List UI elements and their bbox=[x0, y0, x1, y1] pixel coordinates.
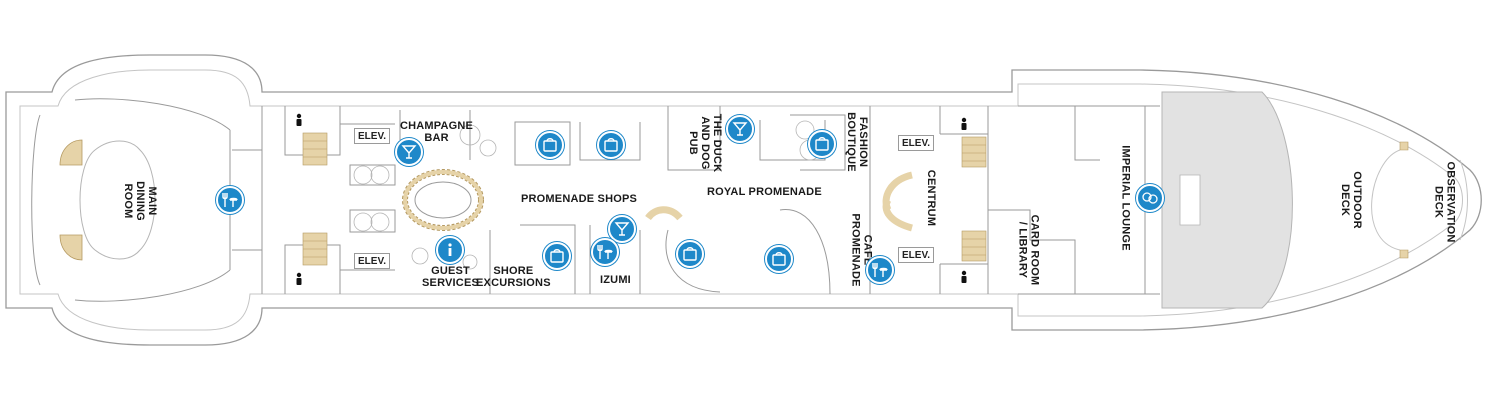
label-royal-promenade: ROYAL PROMENADE bbox=[707, 186, 822, 198]
label-duck-and-dog-pub: THE DUCK AND DOG PUB bbox=[687, 114, 723, 172]
label-outdoor-deck: OUTDOOR DECK bbox=[1339, 171, 1363, 229]
shop-icon-glyph bbox=[604, 138, 618, 152]
restroom-icon bbox=[961, 270, 967, 283]
shop-icon[interactable] bbox=[765, 245, 793, 273]
aft-stairs-top bbox=[59, 139, 83, 166]
label-centrum: CENTRUM bbox=[925, 169, 938, 227]
label-outdoor-deck-line1: OUTDOOR bbox=[1350, 171, 1363, 229]
label-cafe-promenade-line2: PROMENADE bbox=[849, 213, 862, 287]
dining-icon[interactable] bbox=[866, 256, 894, 284]
label-fashion-boutique-line2: BOUTIQUE bbox=[844, 112, 857, 172]
label-observation-deck: OBSERVATION DECK bbox=[1433, 161, 1457, 242]
lounge-icon[interactable] bbox=[1136, 184, 1164, 212]
label-observation-deck-line1: OBSERVATION bbox=[1444, 161, 1457, 243]
restroom-icon bbox=[961, 117, 967, 130]
stairwell-fwd-bottom bbox=[961, 230, 987, 262]
bar-icon-glyph bbox=[401, 145, 417, 159]
restroom-icon bbox=[296, 113, 302, 126]
label-champagne-bar: CHAMPAGNE BAR bbox=[400, 120, 473, 144]
dining-icon[interactable] bbox=[591, 238, 619, 266]
label-outdoor-deck-line2: DECK bbox=[1338, 184, 1351, 216]
label-guest-services: GUEST SERVICES bbox=[422, 265, 479, 289]
bar-icon[interactable] bbox=[395, 138, 423, 166]
hull-inner bbox=[19, 69, 1463, 331]
label-main-dining-room-line3: ROOM bbox=[121, 183, 134, 219]
grand-staircase bbox=[402, 169, 484, 231]
label-main-dining-room-line1: MAIN bbox=[145, 186, 158, 216]
elevator-fwd-top[interactable]: ELEV. bbox=[898, 135, 934, 151]
info-icon[interactable] bbox=[436, 236, 464, 264]
label-promenade-shops: PROMENADE SHOPS bbox=[521, 193, 638, 205]
centrum-stairs bbox=[882, 171, 914, 232]
elevator-aft-bottom[interactable]: ELEV. bbox=[354, 253, 390, 269]
label-card-room-library-line1: CARD ROOM bbox=[1028, 214, 1041, 286]
stairwell-fwd-top bbox=[961, 136, 987, 168]
label-shore-excursions-line2: EXCURSIONS bbox=[476, 277, 551, 289]
label-imperial-lounge: IMPERIAL LOUNGE bbox=[1119, 145, 1132, 251]
info-icon-glyph bbox=[448, 243, 452, 256]
shop-icon-glyph bbox=[772, 252, 786, 266]
label-card-room-library: CARD ROOM / LIBRARY bbox=[1016, 215, 1040, 286]
shop-icon[interactable] bbox=[808, 130, 836, 158]
elevator-aft-top[interactable]: ELEV. bbox=[354, 128, 390, 144]
label-main-dining-room-line2: DINING bbox=[133, 181, 146, 221]
label-duck-and-dog-pub-line1: THE DUCK bbox=[711, 113, 724, 173]
shop-icon-glyph bbox=[543, 138, 557, 152]
stairwell-aft-top bbox=[302, 132, 328, 166]
bar-icon[interactable] bbox=[726, 115, 754, 143]
label-shore-excursions-line1: SHORE bbox=[493, 265, 534, 277]
dining-icon-glyph bbox=[222, 193, 238, 207]
shop-icon-glyph bbox=[550, 249, 564, 263]
dining-icon[interactable] bbox=[216, 186, 244, 214]
promenade-stairs bbox=[645, 206, 683, 221]
shop-icon[interactable] bbox=[543, 242, 571, 270]
label-main-dining-room: MAIN DINING ROOM bbox=[122, 181, 158, 221]
bar-icon-glyph bbox=[614, 222, 630, 236]
aft-stairs-bottom bbox=[59, 234, 83, 261]
shop-icon-glyph bbox=[683, 247, 697, 261]
stairwell-aft-bottom bbox=[302, 232, 328, 266]
shop-icon-glyph bbox=[815, 137, 829, 151]
imperial-lounge-floor bbox=[1161, 91, 1293, 309]
label-card-room-library-line2: / LIBRARY bbox=[1016, 221, 1029, 279]
label-guest-services-line2: SERVICES bbox=[422, 277, 480, 289]
dining-icon-glyph bbox=[597, 245, 613, 259]
lounge-icon-glyph bbox=[1142, 192, 1158, 204]
label-shore-excursions: SHORE EXCURSIONS bbox=[476, 265, 551, 289]
restroom-icon bbox=[296, 272, 302, 285]
bar-icon[interactable] bbox=[608, 215, 636, 243]
label-guest-services-line1: GUEST bbox=[431, 265, 470, 277]
label-izumi: IZUMI bbox=[600, 274, 631, 286]
label-champagne-bar-line2: BAR bbox=[424, 132, 449, 144]
label-duck-and-dog-pub-line2: AND DOG bbox=[699, 116, 712, 170]
label-champagne-bar-line1: CHAMPAGNE bbox=[400, 120, 474, 132]
bar-icon-glyph bbox=[732, 122, 748, 136]
label-observation-deck-line2: DECK bbox=[1432, 186, 1445, 218]
hull-outline bbox=[5, 54, 1482, 346]
shop-icon[interactable] bbox=[536, 131, 564, 159]
shop-icon[interactable] bbox=[597, 131, 625, 159]
dining-room-outline bbox=[31, 98, 231, 302]
label-duck-and-dog-pub-line3: PUB bbox=[687, 131, 700, 155]
label-fashion-boutique: FASHION BOUTIQUE bbox=[845, 112, 869, 172]
shop-icon[interactable] bbox=[676, 240, 704, 268]
observation-outline bbox=[1371, 149, 1468, 251]
elevator-fwd-bottom[interactable]: ELEV. bbox=[898, 247, 934, 263]
label-fashion-boutique-line1: FASHION bbox=[856, 116, 869, 168]
dining-icon-glyph bbox=[872, 263, 888, 277]
